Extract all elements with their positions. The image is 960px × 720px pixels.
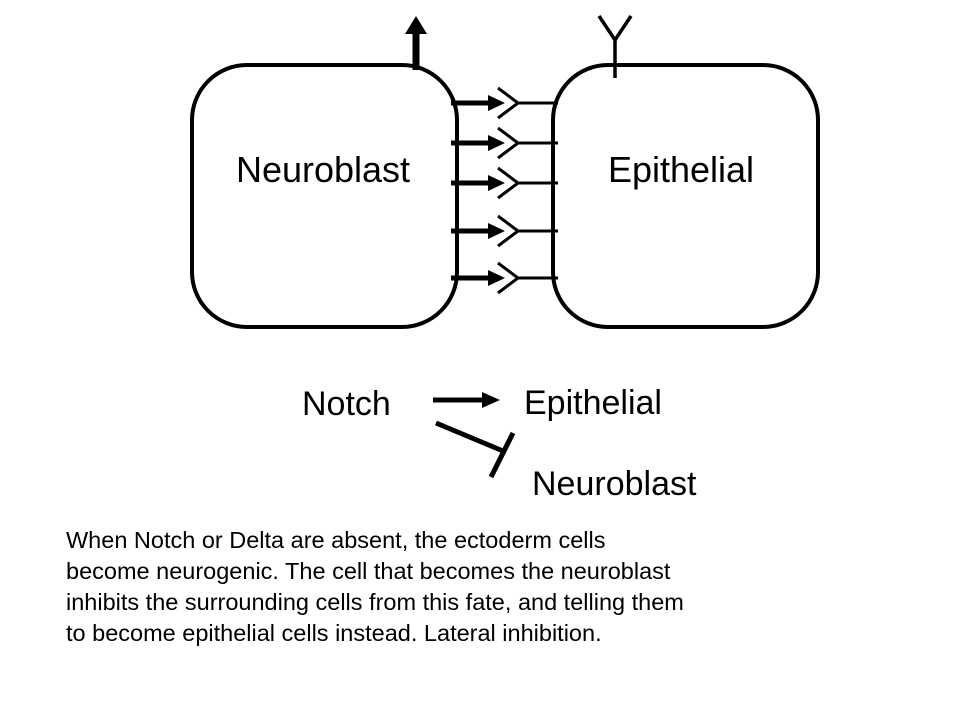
ligand-receptor-pair	[451, 166, 558, 200]
epithelial-cell-label: Epithelial	[608, 149, 754, 190]
caption-line: to become epithelial cells instead. Late…	[66, 620, 602, 646]
caption-text: When Notch or Delta are absent, the ecto…	[66, 525, 926, 649]
epithelial-fate-label: Epithelial	[524, 384, 662, 422]
neuroblast-cell	[190, 63, 459, 329]
caption-line: become neurogenic. The cell that becomes…	[66, 558, 671, 584]
ligand-receptor-pair	[451, 86, 558, 120]
notch-lateral-inhibition-diagram: Neuroblast Epithelial Notch Epithelial N…	[190, 15, 820, 503]
neuroblast-fate-label: Neuroblast	[532, 465, 697, 503]
caption-line: inhibits the surrounding cells from this…	[66, 589, 684, 615]
ligand-receptor-pair	[451, 214, 558, 248]
epithelial-cell	[551, 63, 820, 329]
caption-line: When Notch or Delta are absent, the ecto…	[66, 527, 606, 553]
inhibition-bar-arrow	[435, 420, 516, 479]
activation-arrow	[433, 392, 500, 408]
neuroblast-cell-label: Neuroblast	[236, 149, 410, 190]
ligand-receptor-pair	[451, 261, 558, 295]
notch-label: Notch	[302, 385, 391, 423]
epithelial-receptor-top	[597, 15, 633, 78]
ligand-receptor-pair	[451, 126, 558, 160]
neuroblast-signal-arrow	[405, 16, 427, 70]
